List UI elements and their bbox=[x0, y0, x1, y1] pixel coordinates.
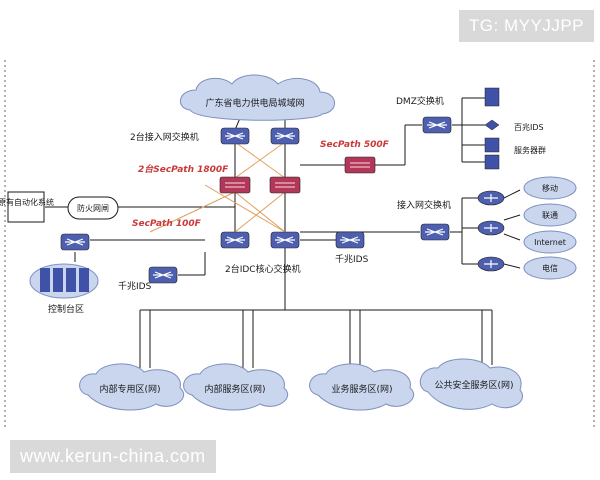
router-1 bbox=[477, 190, 505, 206]
wan-cloud: 广东省电力供电局城域网 bbox=[180, 74, 335, 121]
gigabit-ids-mid-label: 千兆IDS bbox=[335, 254, 369, 265]
firewall-500f bbox=[344, 156, 376, 174]
zone-cloud-internal-service: 内部服务区(网) bbox=[183, 363, 289, 411]
zone-cloud-business-service: 业务服务区(网) bbox=[309, 363, 415, 411]
dmz-server-2 bbox=[484, 137, 500, 170]
svg-text:内部专用区(网): 内部专用区(网) bbox=[99, 383, 160, 395]
ids-appliance-mid bbox=[335, 231, 365, 249]
ids-appliance-left bbox=[148, 266, 178, 284]
svg-text:公共安全服务区(网): 公共安全服务区(网) bbox=[434, 379, 513, 391]
access-switch-right bbox=[270, 127, 300, 145]
secpath-100f-label: SecPath 100F bbox=[132, 219, 202, 229]
svg-text:电信: 电信 bbox=[542, 263, 558, 273]
connection-lines bbox=[45, 97, 521, 368]
firewall-1800f-right bbox=[269, 176, 301, 194]
control-zone-label: 控制台区 bbox=[48, 303, 84, 315]
dual-access-switch-label: 2台接入网交换机 bbox=[130, 131, 199, 143]
tg-watermark: TG: MYYJJPP bbox=[458, 10, 594, 42]
site-watermark: www.kerun-china.com bbox=[10, 440, 216, 473]
svg-text:Internet: Internet bbox=[534, 238, 566, 247]
server-cluster-label: 服务器群 bbox=[514, 145, 546, 155]
legacy-system-label: 原有自动化系统 bbox=[0, 197, 54, 207]
router-2 bbox=[477, 220, 505, 236]
dmz-server-1 bbox=[484, 87, 500, 107]
control-switch bbox=[60, 233, 90, 251]
svg-text:移动: 移动 bbox=[542, 183, 558, 193]
access-network-switch bbox=[420, 223, 450, 241]
control-zone-servers bbox=[29, 263, 99, 299]
gateway-device: 防火网闸 bbox=[67, 196, 119, 220]
dmz-switch-label: DMZ交换机 bbox=[396, 95, 444, 107]
firewall-1800f-left bbox=[219, 176, 251, 194]
zone-cloud-internal-private: 内部专用区(网) bbox=[79, 363, 185, 411]
access-switch-left bbox=[220, 127, 250, 145]
gigabit-ids-top-label: 百兆IDS bbox=[514, 122, 544, 132]
secpath-1800f-label: 2台SecPath 1800F bbox=[138, 164, 229, 175]
cloud-carrier-3: Internet bbox=[523, 230, 577, 254]
cloud-carrier-4: 电信 bbox=[523, 256, 577, 280]
idc-core-label: 2台IDC核心交换机 bbox=[225, 263, 301, 275]
idc-core-switch-left bbox=[220, 231, 250, 249]
wan-cloud-label: 广东省电力供电局城域网 bbox=[205, 97, 304, 109]
zone-cloud-public-security: 公共安全服务区(网) bbox=[419, 358, 523, 410]
svg-text:业务服务区(网): 业务服务区(网) bbox=[331, 383, 392, 395]
dmz-switch bbox=[422, 116, 452, 134]
ids-appliance-top bbox=[484, 119, 500, 131]
secpath-500f-label: SecPath 500F bbox=[320, 140, 390, 150]
cloud-carrier-1: 移动 bbox=[523, 176, 577, 200]
access-switch-label: 接入网交换机 bbox=[397, 199, 451, 211]
svg-text:联通: 联通 bbox=[542, 210, 558, 220]
legacy-system-box: 原有自动化系统 bbox=[0, 191, 54, 223]
router-3 bbox=[477, 256, 505, 272]
svg-text:内部服务区(网): 内部服务区(网) bbox=[204, 383, 265, 395]
idc-core-switch-right bbox=[270, 231, 300, 249]
gigabit-ids-left-label: 千兆IDS bbox=[118, 281, 152, 292]
gateway-label: 防火网闸 bbox=[77, 203, 109, 213]
redundancy-links bbox=[149, 141, 286, 233]
cloud-carrier-2: 联通 bbox=[523, 203, 577, 227]
